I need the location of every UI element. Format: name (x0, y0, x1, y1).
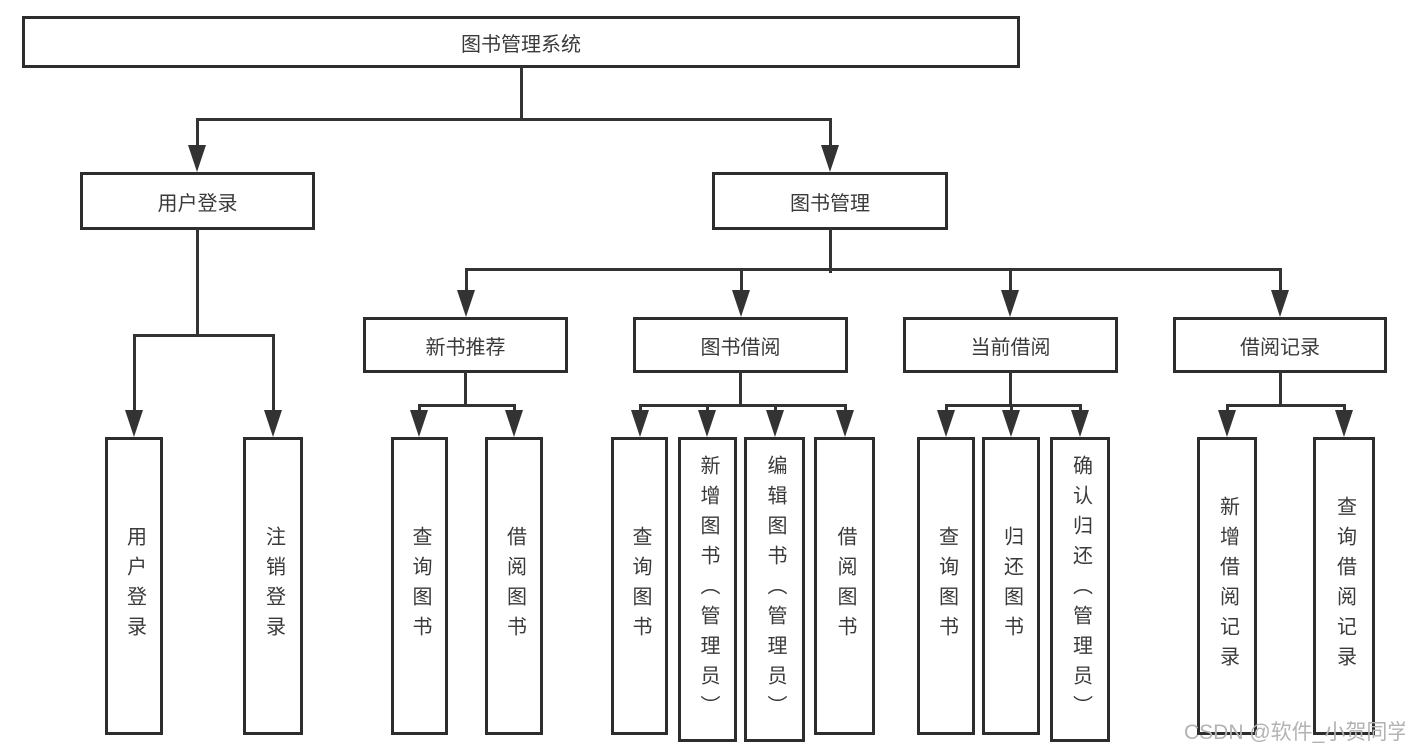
arrow-head-icon (732, 290, 750, 317)
leaf-borrow-books-recommend: 借阅图书 (485, 437, 543, 735)
node-new-book-recommend: 新书推荐 (363, 317, 568, 373)
connector-arrow-stem (1225, 404, 1229, 413)
node-borrow-records: 借阅记录 (1173, 317, 1387, 373)
node-system-root: 图书管理系统 (22, 16, 1020, 68)
node-current-borrow-label: 当前借阅 (970, 336, 1051, 359)
arrow-head-icon (1002, 410, 1020, 437)
connector-vline (519, 66, 523, 121)
connector-arrow-stem (195, 118, 199, 148)
connector-arrow-stem (1278, 268, 1282, 293)
connector-hline (638, 404, 847, 407)
connector-hline (195, 118, 832, 121)
arrow-head-icon (125, 410, 143, 437)
node-book-management-label: 图书管理 (790, 192, 870, 215)
leaf-logout-label: 注销登录 (262, 526, 285, 646)
leaf-query-borrow-record: 查询借阅记录 (1313, 437, 1375, 735)
leaf-query-books-current-label: 查询图书 (935, 526, 958, 646)
connector-arrow-stem (705, 404, 709, 413)
connector-vline (195, 228, 199, 337)
connector-hline (417, 404, 516, 407)
leaf-borrow-books-recommend-label: 借阅图书 (503, 526, 526, 646)
connector-arrow-stem (271, 334, 275, 413)
connector-arrow-stem (638, 404, 642, 413)
node-book-borrow: 图书借阅 (633, 317, 848, 373)
node-system-root-label: 图书管理系统 (461, 33, 581, 56)
arrow-head-icon (410, 410, 428, 437)
connector-hline (944, 404, 1082, 407)
leaf-return-books-label: 归还图书 (1000, 526, 1023, 646)
leaf-confirm-return-admin-label: 确认归还（管理员） (1069, 454, 1092, 725)
leaf-query-books-current: 查询图书 (917, 437, 975, 735)
arrow-head-icon (937, 410, 955, 437)
leaf-add-books-admin-label: 新增图书（管理员） (697, 454, 719, 725)
connector-arrow-stem (417, 404, 421, 413)
connector-arrow-stem (512, 404, 516, 413)
watermark: CSDN @软件_小贺同学 (1184, 721, 1405, 744)
leaf-return-books: 归还图书 (982, 437, 1040, 735)
arrow-head-icon (1271, 290, 1289, 317)
arrow-head-icon (1218, 410, 1236, 437)
connector-arrow-stem (739, 268, 743, 293)
connector-arrow-stem (1008, 268, 1012, 293)
leaf-add-borrow-record-label: 新增借阅记录 (1216, 496, 1239, 676)
arrow-head-icon (264, 410, 282, 437)
leaf-borrow-books-label: 借阅图书 (834, 526, 856, 646)
leaf-user-login-label: 用户登录 (123, 526, 146, 646)
arrow-head-icon (1001, 290, 1019, 317)
arrow-head-icon (766, 410, 784, 437)
leaf-borrow-books: 借阅图书 (814, 437, 875, 735)
arrow-head-icon (1071, 410, 1089, 437)
connector-hline (464, 268, 1282, 271)
leaf-user-login: 用户登录 (105, 437, 163, 735)
connector-arrow-stem (1009, 404, 1013, 413)
connector-vline (738, 371, 742, 407)
leaf-query-books-recommend-label: 查询图书 (409, 526, 431, 646)
connector-vline (463, 371, 467, 407)
node-book-management: 图书管理 (712, 172, 948, 230)
connector-arrow-stem (1078, 404, 1082, 413)
node-book-borrow-label: 图书借阅 (700, 336, 781, 359)
leaf-edit-books-admin-label: 编辑图书（管理员） (764, 454, 786, 725)
node-borrow-records-label: 借阅记录 (1240, 336, 1320, 359)
leaf-confirm-return-admin: 确认归还（管理员） (1050, 437, 1110, 742)
leaf-query-books-borrow-label: 查询图书 (629, 526, 651, 646)
node-user-login-label: 用户登录 (157, 192, 238, 215)
node-new-book-recommend-label: 新书推荐 (425, 336, 506, 359)
arrow-head-icon (188, 145, 206, 172)
leaf-query-books-borrow: 查询图书 (611, 437, 668, 735)
connector-hline (1225, 404, 1346, 407)
connector-vline (828, 228, 832, 273)
leaf-query-borrow-record-label: 查询借阅记录 (1333, 496, 1356, 676)
connector-arrow-stem (944, 404, 948, 413)
leaf-query-books-recommend: 查询图书 (391, 437, 448, 735)
node-user-login: 用户登录 (80, 172, 315, 230)
connector-arrow-stem (773, 404, 777, 413)
connector-arrow-stem (828, 118, 832, 148)
arrow-head-icon (1335, 410, 1353, 437)
leaf-logout: 注销登录 (243, 437, 303, 735)
arrow-head-icon (457, 290, 475, 317)
arrow-head-icon (836, 410, 854, 437)
arrow-head-icon (505, 410, 523, 437)
arrow-head-icon (698, 410, 716, 437)
arrow-head-icon (631, 410, 649, 437)
leaf-add-borrow-record: 新增借阅记录 (1197, 437, 1257, 735)
connector-vline (1278, 371, 1282, 407)
connector-arrow-stem (464, 268, 468, 293)
connector-arrow-stem (132, 334, 136, 413)
arrow-head-icon (821, 145, 839, 172)
leaf-edit-books-admin: 编辑图书（管理员） (744, 437, 805, 742)
leaf-add-books-admin: 新增图书（管理员） (678, 437, 737, 742)
connector-vline (1008, 371, 1012, 407)
connector-arrow-stem (843, 404, 847, 413)
connector-hline (132, 334, 275, 337)
node-current-borrow: 当前借阅 (903, 317, 1118, 373)
connector-arrow-stem (1342, 404, 1346, 413)
